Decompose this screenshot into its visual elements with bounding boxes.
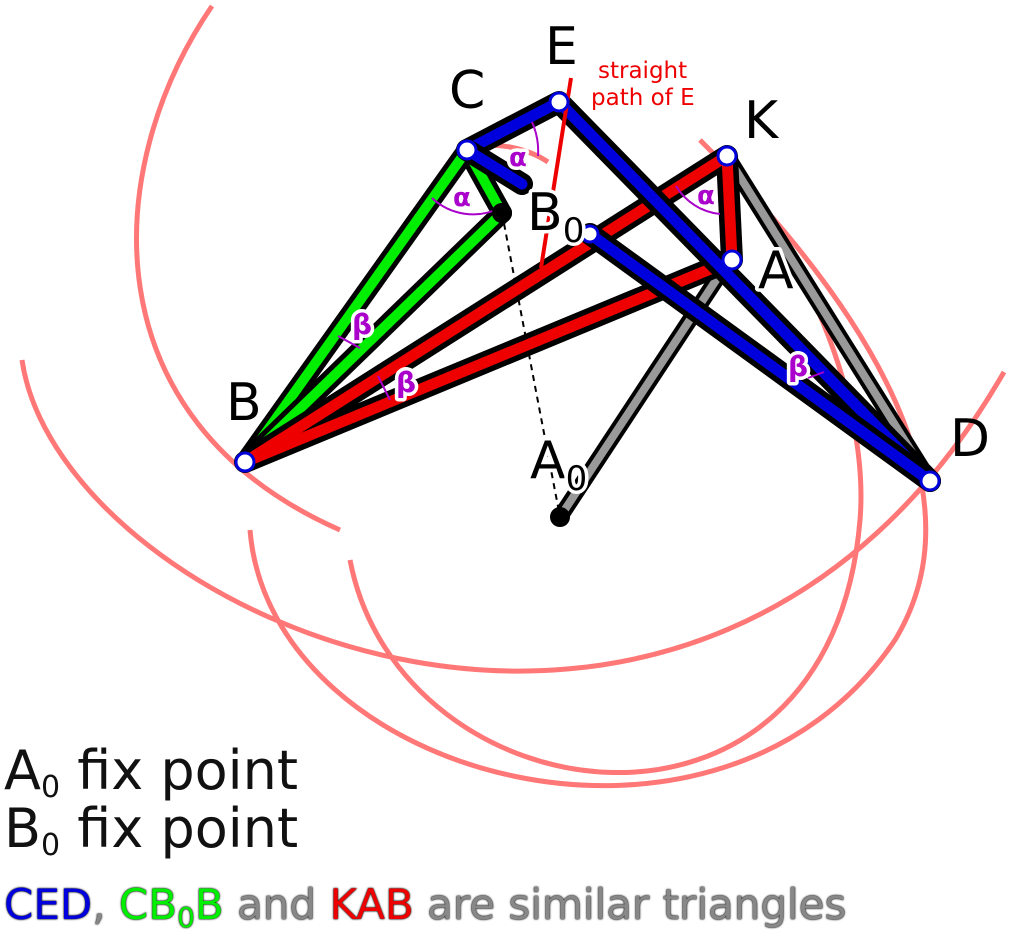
label-d: D <box>950 409 990 469</box>
alpha-label-c-upper: α <box>509 143 527 173</box>
joints <box>234 91 941 492</box>
joint-ed-mid <box>580 224 600 244</box>
beta-arc-red <box>377 375 391 401</box>
legend-a0-name: A <box>4 739 41 802</box>
joint-b <box>234 451 256 473</box>
label-k: K <box>744 91 780 151</box>
label-b0: B0 <box>527 183 584 251</box>
triangle-ced-stub <box>461 144 528 190</box>
label-c: C <box>449 61 485 121</box>
legend-similar-triangles: CED, CB0B and KAB are similar triangles <box>4 884 846 932</box>
legend-a0-text: fix point <box>60 739 299 802</box>
legend-b0-name: B <box>4 797 42 860</box>
fixed-point-b0 <box>492 203 512 223</box>
link-k-d <box>723 152 934 485</box>
fixed-points <box>492 203 570 527</box>
alpha-arc-c-upper <box>531 121 540 157</box>
legend-sep: , <box>92 880 119 929</box>
beta-arc-blue <box>807 371 825 379</box>
beta-label-red: β <box>396 366 416 399</box>
trace-arc-2 <box>19 359 1007 674</box>
beta-arc-green <box>337 335 361 349</box>
annotation-line-1: straight <box>598 58 687 84</box>
triangle-ced-lower <box>584 228 936 487</box>
beta-label-green: β <box>352 308 372 341</box>
legend-b0-sub: 0 <box>41 828 61 863</box>
alpha-label-k: α <box>697 181 715 211</box>
legend-a0-sub: 0 <box>40 770 61 805</box>
legend-b0-text: fix point <box>60 797 299 860</box>
point-labels: E C K B D A B0 A0 <box>226 17 990 503</box>
triangle-cb0b-base <box>240 208 507 467</box>
fixed-point-a0 <box>550 507 570 527</box>
legend-kab: KAB <box>329 880 414 929</box>
alpha-arc-k <box>675 185 721 215</box>
label-a: A <box>758 241 794 301</box>
triangle-ced <box>456 91 941 492</box>
triangle-kab-fill <box>239 150 738 468</box>
alpha-label-c-lower: α <box>453 183 471 213</box>
label-e: E <box>545 17 578 77</box>
joint-d <box>919 470 941 492</box>
trace-arc-1 <box>134 4 342 533</box>
dashed-line-a0-b0 <box>501 212 561 518</box>
label-b: B <box>226 373 262 433</box>
annotation-straight-path: straight path of E <box>591 58 695 111</box>
legend-b0-fix-point: B0 fix point <box>4 802 298 861</box>
label-a0: A0 <box>530 431 587 499</box>
legend-a0-fix-point: A0 fix point <box>4 744 298 803</box>
joint-e <box>548 91 570 113</box>
angle-labels: α α α β β β <box>349 140 812 403</box>
legend-ced: CED <box>4 880 93 929</box>
joint-c <box>456 139 478 161</box>
joint-a <box>721 249 743 271</box>
legend-and: and <box>223 880 330 929</box>
annotation-line-2: path of E <box>591 85 695 111</box>
joint-k <box>716 145 738 167</box>
triangle-kab <box>234 145 743 473</box>
trace-arc-3 <box>247 138 929 789</box>
legend-end: are similar triangles <box>413 880 847 929</box>
beta-label-blue: β <box>788 350 808 383</box>
legend-cb0b: CB0B <box>118 880 224 934</box>
